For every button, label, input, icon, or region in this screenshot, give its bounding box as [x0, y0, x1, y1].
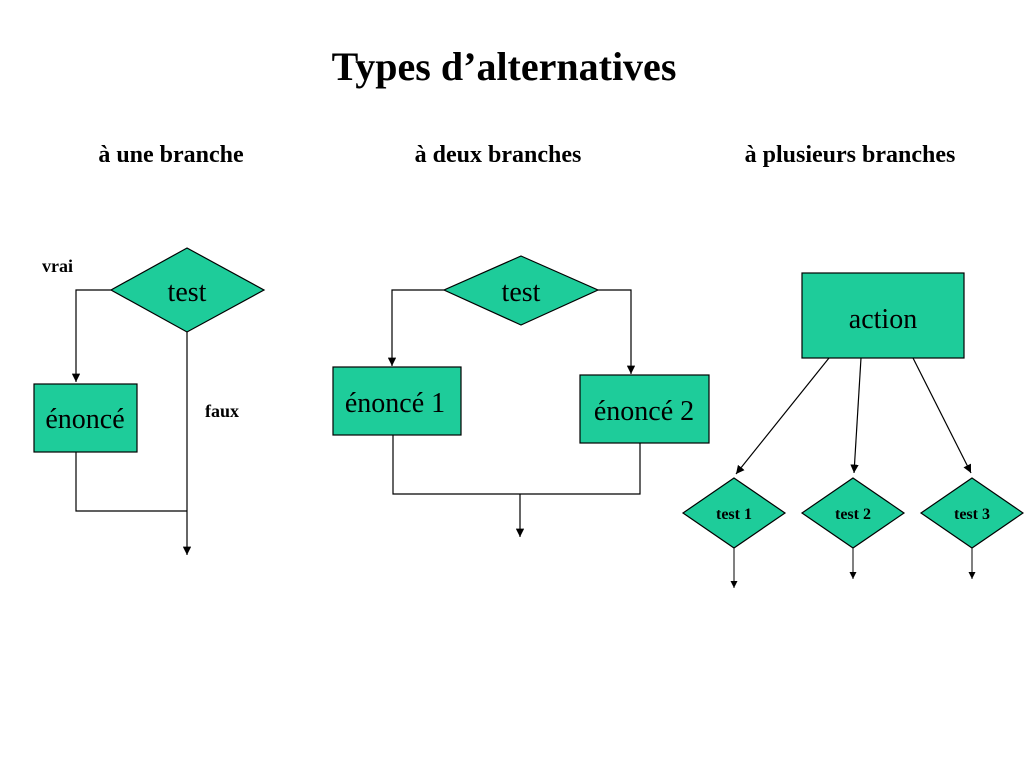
true-label: vrai [42, 256, 73, 276]
heading-two-branches: à deux branches [415, 142, 582, 168]
test1-label: test 1 [716, 506, 752, 523]
two-branches-statement1-box [332, 366, 462, 436]
one-branch-diagram: test énoncé vrai faux [33, 247, 266, 555]
multi-edge-test1 [735, 357, 830, 475]
two-branches-merge-edge [392, 435, 641, 495]
one-branch-statement-label: énoncé [45, 404, 124, 435]
test1-diamond [681, 477, 787, 549]
two-branches-statement2-box [579, 374, 710, 444]
page-title: Types d’alternatives [332, 44, 677, 89]
two-branches-test-label: test [502, 277, 541, 308]
false-label: faux [205, 401, 239, 421]
action-label: action [849, 304, 917, 335]
two-branches-statement1-label: énoncé 1 [345, 388, 445, 419]
one-branch-test-label: test [168, 277, 207, 308]
two-branches-diagram: test énoncé 1 énoncé 2 [332, 255, 710, 537]
one-branch-merge-edge [75, 452, 187, 512]
test2-label: test 2 [835, 506, 871, 523]
test3-label: test 3 [954, 506, 990, 523]
one-branch-true-edge [71, 289, 111, 382]
multi-edge-test2 [850, 357, 862, 474]
two-branches-left-edge [387, 289, 444, 366]
one-branch-test-diamond [109, 247, 266, 333]
heading-one-branch: à une branche [98, 142, 244, 168]
two-branches-test-diamond [442, 255, 600, 326]
one-branch-statement-box [33, 383, 138, 453]
test3-diamond [919, 477, 1024, 549]
multi-edge-test3 [912, 357, 972, 474]
two-branches-right-edge [598, 289, 636, 374]
two-branches-statement2-label: énoncé 2 [594, 396, 694, 427]
heading-multi-branches: à plusieurs branches [745, 142, 956, 168]
multi-branches-diagram: action test 1 test 2 test 3 [681, 272, 1024, 588]
test2-diamond [800, 477, 906, 549]
action-box [801, 272, 965, 359]
